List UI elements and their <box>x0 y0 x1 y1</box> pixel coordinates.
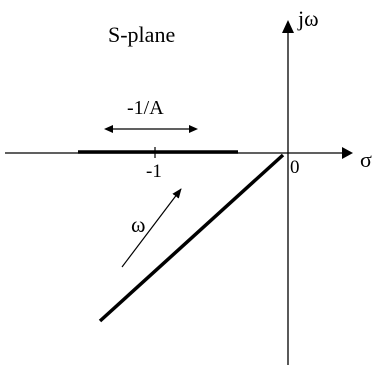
imaginary-axis-label: jω <box>297 6 319 31</box>
omega-label: ω <box>131 212 145 237</box>
origin-label: 0 <box>290 157 300 178</box>
omega-direction-arrow <box>121 188 182 268</box>
plane-title: S-plane <box>108 22 175 47</box>
minus-one-label: -1 <box>146 161 162 182</box>
segment-label: -1/A <box>127 97 164 119</box>
real-axis-label: σ <box>360 147 372 172</box>
left-arrowhead-icon <box>104 125 113 133</box>
right-arrowhead-icon <box>189 125 198 133</box>
nyquist-locus-line <box>98 153 285 323</box>
imaginary-axis-arrow-icon <box>282 20 294 33</box>
real-axis-arrow-icon <box>342 147 353 159</box>
